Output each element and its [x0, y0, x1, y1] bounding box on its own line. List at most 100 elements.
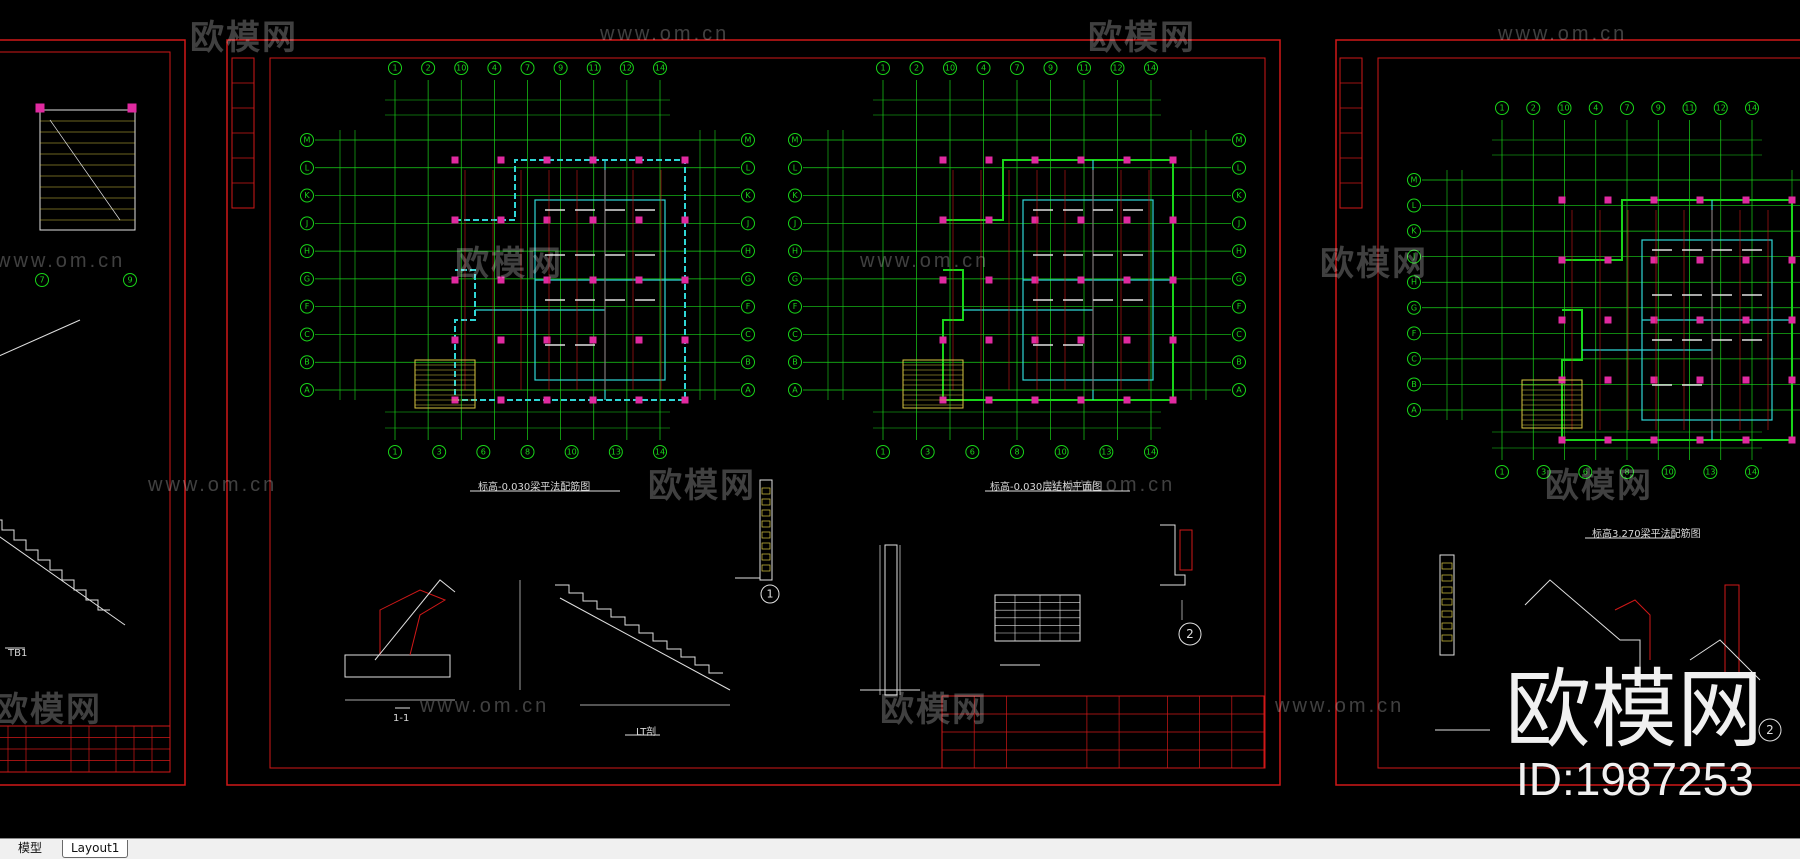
column-marker: [543, 216, 551, 224]
grid-bubble-top: [1557, 101, 1572, 115]
grid-bubble-side: [1407, 173, 1421, 187]
column-marker: [589, 336, 597, 344]
column-marker: [1650, 376, 1658, 384]
tab-layout1[interactable]: Layout1: [62, 840, 129, 858]
grid-bubble-side: [741, 160, 755, 175]
grid-bubble-side: [741, 355, 755, 370]
grid-bubble-top: [1010, 61, 1024, 75]
column-marker: [543, 276, 551, 284]
column-marker: [543, 396, 551, 404]
stirrup: [761, 542, 771, 550]
grid-bubble-side: [1232, 160, 1246, 175]
column-marker: [1742, 436, 1750, 444]
grid-bubble-side-label: M: [304, 136, 311, 145]
stair-slab: [559, 597, 731, 691]
column-marker: [451, 276, 459, 284]
grid-bubble-side-label: L: [1412, 201, 1417, 210]
grid-bubble-side: [741, 216, 755, 231]
grid-bubble-top-label: 2: [914, 64, 919, 73]
grid-bubble-top-label: 12: [1716, 104, 1726, 113]
grid-bubble-side: [1407, 377, 1421, 392]
detail-outline: [1724, 584, 1740, 676]
grid-bubble-bottom-label: 3: [925, 448, 930, 457]
layout-tab-bar: 模型 Layout1: [0, 838, 1800, 859]
column-marker: [1742, 256, 1750, 264]
grid-bubble-top-label: 14: [1747, 104, 1757, 113]
grid-bubble-side-label: F: [1237, 302, 1242, 311]
grid-bubble-side-label: K: [1411, 227, 1417, 236]
stair-slab: [0, 536, 126, 626]
grid-bubble-bottom-label: 3: [437, 448, 442, 457]
grid-bubble-bottom-label: 6: [481, 448, 486, 457]
column-marker: [1558, 196, 1566, 204]
column-marker: [985, 396, 993, 404]
grid-bubble-side: [1232, 271, 1246, 286]
grid-bubble-side: [788, 216, 802, 231]
grid-bubble-side: [300, 188, 314, 203]
grid-bubble-top-label: 9: [1656, 104, 1661, 113]
grid-bubble-bottom: [1144, 445, 1158, 459]
grid-bubble-side: [741, 244, 755, 259]
grid-bubble-bottom: [1661, 465, 1676, 479]
grid-bubble-top-label: 7: [525, 64, 530, 73]
grid-bubble-top-label: 14: [655, 64, 665, 73]
grid-bubble-top: [909, 61, 924, 75]
grid-bubble-bottom-label: 13: [611, 448, 621, 457]
column-marker: [1650, 316, 1658, 324]
watermark-url: www.om.cn: [420, 695, 550, 717]
grid-bubble-bottom: [608, 445, 623, 459]
column-marker: [1558, 316, 1566, 324]
stair-outline: [902, 359, 964, 409]
grid-bubble-side: [741, 327, 755, 342]
column-detail: [759, 479, 773, 581]
stair-lt-label: LT剖: [636, 727, 657, 738]
watermark-brand: 欧模网: [648, 467, 756, 505]
grid-bubble-bottom: [564, 445, 579, 459]
column-marker: [681, 336, 689, 344]
grid-bubble-side-label: L: [793, 163, 798, 172]
grid-bubble-side-label: H: [304, 247, 310, 256]
grid-bubble-top: [943, 61, 957, 75]
column-marker: [985, 216, 993, 224]
grid-bubble-side-label: L: [1237, 163, 1242, 172]
column-marker: [1742, 376, 1750, 384]
grid-bubble-side-label: C: [304, 330, 310, 339]
column-marker: [497, 396, 505, 404]
column-marker: [985, 336, 993, 344]
grid-bubble-bottom: [1536, 465, 1551, 479]
stirrup: [1441, 610, 1453, 618]
grid-bubble-side-label: B: [792, 358, 798, 367]
column-marker: [1604, 196, 1612, 204]
grid-bubble-side-label: H: [1236, 247, 1242, 256]
grid-bubble-side-label: G: [1411, 303, 1417, 312]
watermark-url: www.om.cn: [1046, 474, 1176, 496]
column-marker: [1788, 316, 1796, 324]
grid-bubble-bottom-label: 6: [1583, 468, 1588, 477]
grid-bubble-side-label: F: [1412, 329, 1417, 338]
grid-bubble-top: [1144, 61, 1158, 75]
column-marker: [1031, 216, 1039, 224]
grid-bubble-side-label: B: [1411, 380, 1417, 389]
tab-model[interactable]: 模型: [10, 840, 51, 857]
grid-bubble-side-label: K: [1236, 191, 1242, 200]
column-marker: [497, 276, 505, 284]
grid-bubble-bottom: [1620, 465, 1634, 479]
grid-bubble-bottom: [520, 445, 535, 459]
grid-bubble-top-label: 12: [622, 64, 632, 73]
grid-bubble-side: [1232, 216, 1246, 231]
grid-bubble-bottom-label: 8: [525, 448, 530, 457]
sheet-frame-center: [226, 39, 1281, 786]
grid-bubble-top: [487, 61, 502, 75]
stirrup: [761, 509, 771, 517]
grid-bubble-bottom: [123, 273, 137, 287]
grid-bubble-side-label: M: [792, 136, 799, 145]
column-marker: [1031, 156, 1039, 164]
grid-bubble-side-label: H: [745, 247, 751, 256]
watermark-brand: 欧模网: [1545, 467, 1653, 505]
grid-bubble-side-label: J: [1412, 252, 1415, 261]
column-marker: [1077, 276, 1085, 284]
column-marker: [1650, 196, 1658, 204]
column-marker: [1558, 256, 1566, 264]
